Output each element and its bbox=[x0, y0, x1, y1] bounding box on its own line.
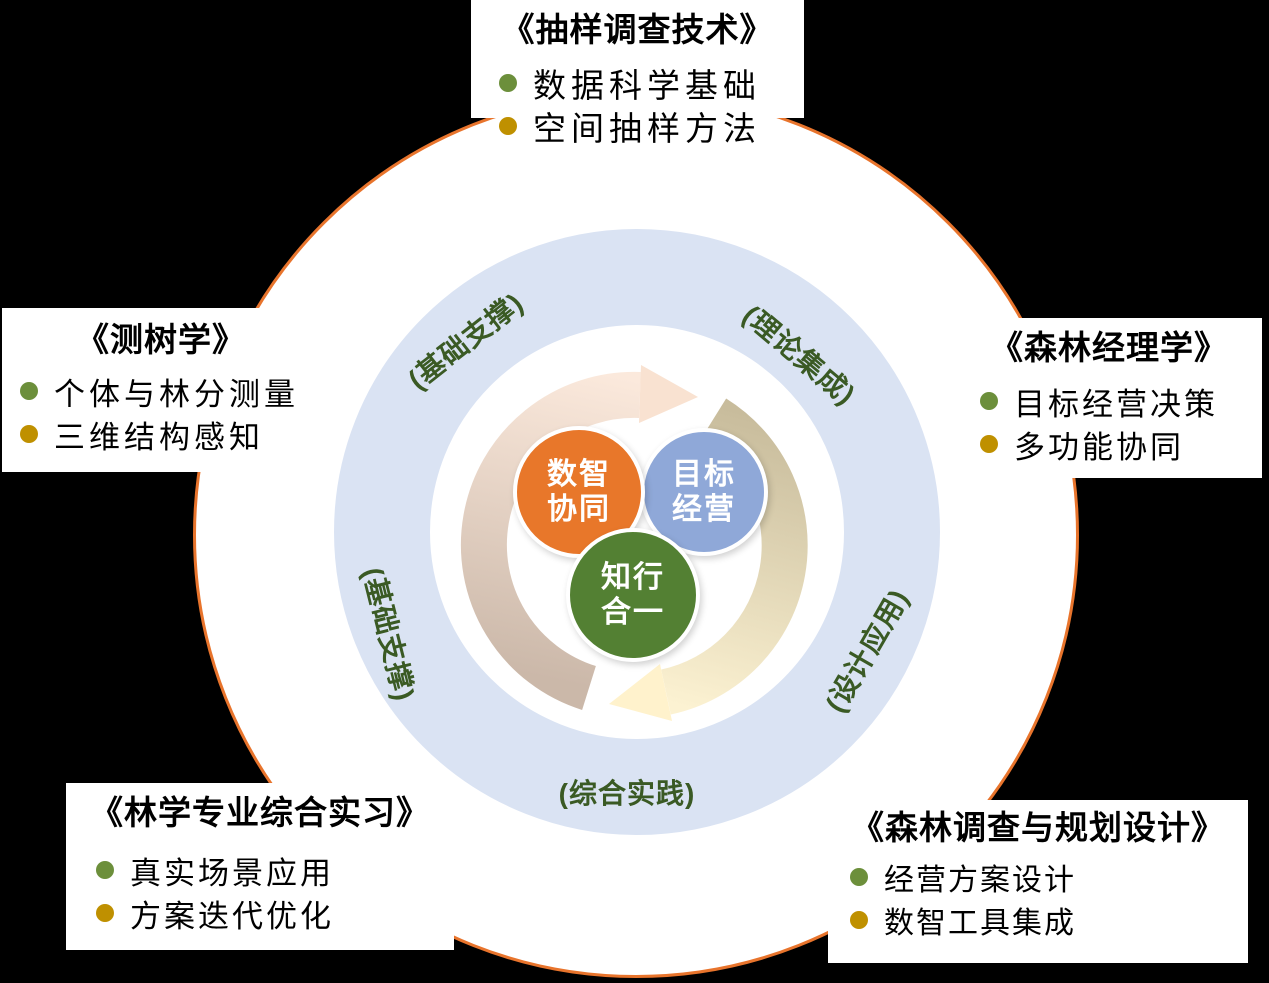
list-item: 经营方案设计 bbox=[850, 856, 1248, 899]
list-item: 目标经营决策 bbox=[980, 380, 1262, 423]
course-title: 《森林经理学》 bbox=[990, 329, 1228, 366]
bullet-list: 真实场景应用 方案迭代优化 bbox=[96, 849, 454, 935]
bullet-dot bbox=[850, 911, 868, 930]
list-item: 三维结构感知 bbox=[20, 413, 320, 456]
center-circle-green: 知行 合一 bbox=[566, 528, 700, 662]
course-title: 《林学专业综合实习》 bbox=[90, 794, 430, 831]
bullet-list: 数据科学基础 空间抽样方法 bbox=[499, 62, 804, 148]
list-item: 数智工具集成 bbox=[850, 899, 1248, 942]
center-circle-label: 数智 bbox=[547, 457, 611, 491]
bullet-dot bbox=[499, 74, 517, 93]
bullet-text: 个体与林分测量 bbox=[54, 376, 299, 412]
bullet-list: 经营方案设计 数智工具集成 bbox=[850, 856, 1248, 942]
bullet-text: 目标经营决策 bbox=[1014, 386, 1218, 422]
bullet-list: 目标经营决策 多功能协同 bbox=[980, 380, 1262, 466]
bullet-text: 数智工具集成 bbox=[884, 907, 1076, 941]
list-item: 数据科学基础 bbox=[499, 62, 804, 105]
course-title: 《测树学》 bbox=[76, 321, 246, 358]
list-item: 多功能协同 bbox=[980, 423, 1262, 466]
center-circle-label: 合一 bbox=[601, 596, 665, 629]
center-circle-label: 目标 bbox=[672, 457, 736, 491]
bullet-dot bbox=[980, 435, 998, 454]
bullet-dot bbox=[20, 425, 38, 444]
bullet-text: 方案迭代优化 bbox=[130, 898, 334, 934]
course-title: 《森林调查与规划设计》 bbox=[851, 809, 1225, 846]
list-item: 方案迭代优化 bbox=[96, 892, 454, 935]
list-item: 真实场景应用 bbox=[96, 849, 454, 892]
ring-label-bottom: (综合实践) bbox=[558, 778, 696, 809]
center-circle-label: 知行 bbox=[601, 560, 665, 594]
bullet-text: 真实场景应用 bbox=[130, 855, 334, 891]
list-item: 空间抽样方法 bbox=[499, 105, 804, 148]
bullet-dot bbox=[20, 382, 38, 401]
bullet-text: 空间抽样方法 bbox=[533, 110, 761, 148]
course-title: 《抽样调查技术》 bbox=[501, 11, 774, 48]
course-box-bottom-left: 《林学专业综合实习》 真实场景应用 方案迭代优化 bbox=[66, 783, 454, 950]
course-box-left: 《测树学》 个体与林分测量 三维结构感知 bbox=[2, 308, 320, 472]
center-circle-label: 经营 bbox=[672, 493, 736, 526]
bullet-text: 数据科学基础 bbox=[533, 67, 761, 105]
course-box-bottom-right: 《森林调查与规划设计》 经营方案设计 数智工具集成 bbox=[828, 800, 1248, 963]
bullet-dot bbox=[499, 117, 517, 136]
bullet-dot bbox=[980, 392, 998, 411]
course-box-right: 《森林经理学》 目标经营决策 多功能协同 bbox=[956, 318, 1262, 478]
list-item: 个体与林分测量 bbox=[20, 370, 320, 413]
bullet-dot bbox=[850, 868, 868, 887]
center-circle-label: 协同 bbox=[547, 493, 611, 526]
bullet-text: 经营方案设计 bbox=[884, 864, 1076, 898]
bullet-text: 多功能协同 bbox=[1014, 429, 1184, 465]
bullet-dot bbox=[96, 904, 114, 923]
bullet-text: 三维结构感知 bbox=[54, 419, 264, 455]
bullet-dot bbox=[96, 861, 114, 880]
course-box-top: 《抽样调查技术》 数据科学基础 空间抽样方法 bbox=[471, 0, 804, 147]
bullet-list: 个体与林分测量 三维结构感知 bbox=[20, 370, 320, 456]
